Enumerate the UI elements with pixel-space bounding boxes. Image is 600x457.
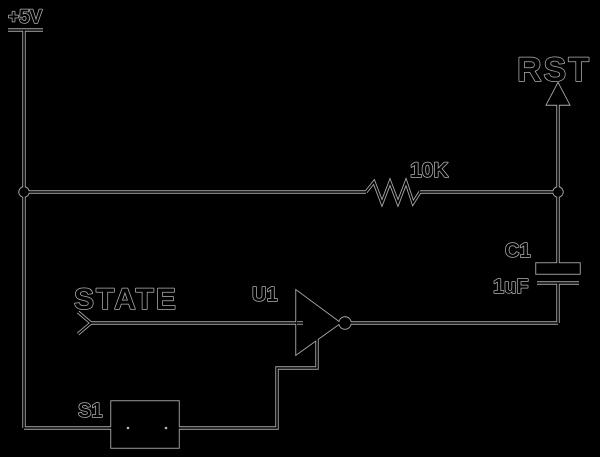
- capacitor-ref-label: C1: [505, 240, 531, 262]
- detail-overlay: [126, 321, 303, 430]
- switch-contact-left-pin: [126, 426, 130, 430]
- circuit-geometry: [8, 29, 580, 448]
- rst-label: RST: [517, 51, 591, 89]
- circuit-geometry: [8, 28, 581, 449]
- supply-label: +5V: [8, 7, 43, 28]
- labels: +5V RST 10K C1 1uF STATE U1 S1: [7, 6, 591, 423]
- switch-wire-right: [170, 337, 319, 430]
- switch-contact-right-pin: [164, 426, 168, 430]
- state-label: STATE: [74, 283, 178, 316]
- switch-ref-label: S1: [78, 400, 102, 422]
- capacitor-value-label: 1uF: [493, 276, 529, 298]
- resistor-value-label: 10K: [410, 159, 449, 182]
- inverter-ref-label: U1: [252, 284, 278, 306]
